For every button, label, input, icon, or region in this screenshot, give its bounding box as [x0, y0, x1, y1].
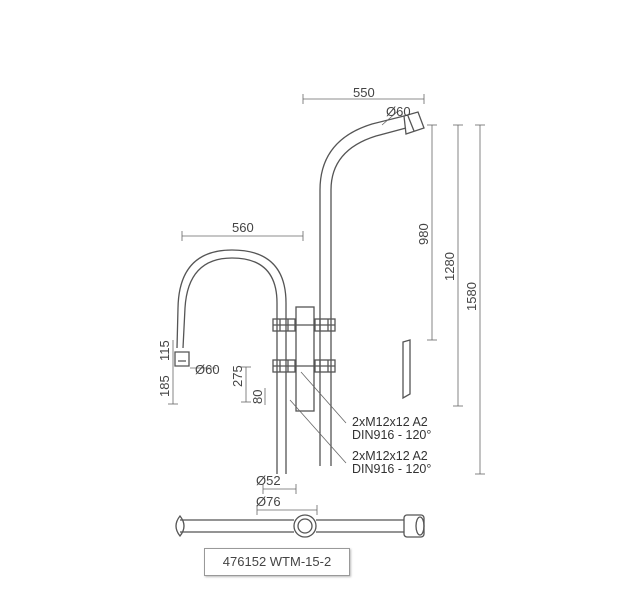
top-arm-cap — [403, 111, 425, 135]
dim-560-label: 560 — [232, 220, 254, 235]
left-arm-cap — [174, 351, 190, 367]
dim-52-label: Ø52 — [256, 473, 281, 488]
top-view-pole — [293, 514, 317, 538]
dim-185-label: 185 — [157, 375, 172, 397]
dim-76-label: Ø76 — [256, 494, 281, 509]
dimension-lines — [168, 94, 485, 515]
short-pole — [176, 249, 287, 474]
dim-980-label: 980 — [416, 223, 431, 245]
dim-1580-label: 1580 — [464, 282, 479, 311]
dim-top-diameter-label: Ø60 — [386, 104, 411, 119]
bolt-note-2-line2: DIN916 - 120° — [352, 462, 431, 476]
dim-275-label: 275 — [230, 365, 245, 387]
bolt-note-2-line1: 2xM12x12 A2 — [352, 449, 428, 463]
side-plate — [402, 339, 411, 400]
dim-115-label: 115 — [157, 340, 172, 361]
bolt-note-1-line2: DIN916 - 120° — [352, 428, 431, 442]
mounting-block — [295, 306, 315, 412]
bolt-note-1-line1: 2xM12x12 A2 — [352, 415, 428, 429]
part-outlines — [174, 111, 425, 474]
dim-80-label: 80 — [250, 390, 265, 404]
dim-left-diameter-label: Ø60 — [195, 362, 220, 377]
tall-pole — [319, 115, 407, 466]
top-view — [175, 514, 425, 538]
dim-550-label: 550 — [353, 85, 375, 100]
product-code-label: 476152 WTM-15-2 — [204, 548, 350, 576]
dim-1280-label: 1280 — [442, 252, 457, 281]
